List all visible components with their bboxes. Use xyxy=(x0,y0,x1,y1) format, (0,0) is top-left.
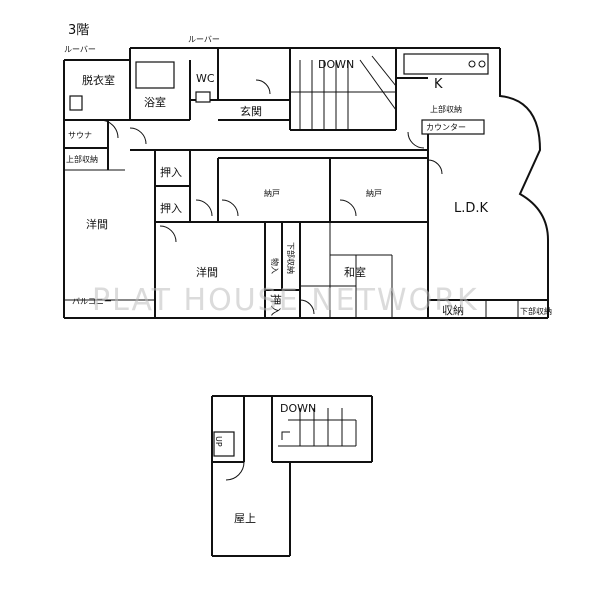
room-storage-left: 納戸 xyxy=(264,188,280,198)
lower-storage-label: 下部収納 xyxy=(286,242,296,274)
roof-stairs xyxy=(278,408,357,447)
roof-stairs-down-label: DOWN xyxy=(280,402,316,415)
room-japanese: 和室 xyxy=(344,265,366,279)
louver-left-label: ルーバー xyxy=(64,45,96,54)
rooftop-walls xyxy=(211,395,373,557)
main-floor-walls xyxy=(63,47,549,319)
upper-storage-left: 上部収納 xyxy=(66,154,98,164)
room-ldk: L.D.K xyxy=(454,201,489,216)
room-wc: WC xyxy=(196,72,215,85)
room-bath: 浴室 xyxy=(144,95,166,109)
louver-wc-label: ルーバー xyxy=(188,35,220,44)
cabinet-label: 物入 xyxy=(270,258,280,274)
floor-label: 3階 xyxy=(68,23,89,38)
room-storage-right: 納戸 xyxy=(366,188,382,198)
room-entrance: 玄関 xyxy=(240,104,262,118)
balcony-label: バルコニー xyxy=(72,297,112,306)
room-rooftop: 屋上 xyxy=(234,512,256,525)
oshiire-top: 押入 xyxy=(160,165,182,179)
main-stairs xyxy=(290,55,397,130)
oshiire-mid: 押入 xyxy=(160,201,182,215)
counter-label: カウンター xyxy=(426,123,466,132)
room-kitchen: K xyxy=(434,77,443,92)
oshiire-bottom: 押入 xyxy=(269,294,283,316)
storage-label: 収納 xyxy=(442,304,464,317)
lower-storage-small: 下部収納 xyxy=(520,306,552,316)
stairs-down-label: DOWN xyxy=(318,58,354,71)
room-sauna: サウナ xyxy=(68,131,92,140)
room-dressing: 脱衣室 xyxy=(82,73,115,87)
watermark: PLAT HOUSE NETWORK xyxy=(92,283,479,318)
room-western-center: 洋間 xyxy=(196,265,218,279)
upper-storage-kitchen: 上部収納 xyxy=(430,104,462,114)
room-western-left: 洋間 xyxy=(86,217,108,231)
roof-up-label: UP xyxy=(214,436,223,447)
